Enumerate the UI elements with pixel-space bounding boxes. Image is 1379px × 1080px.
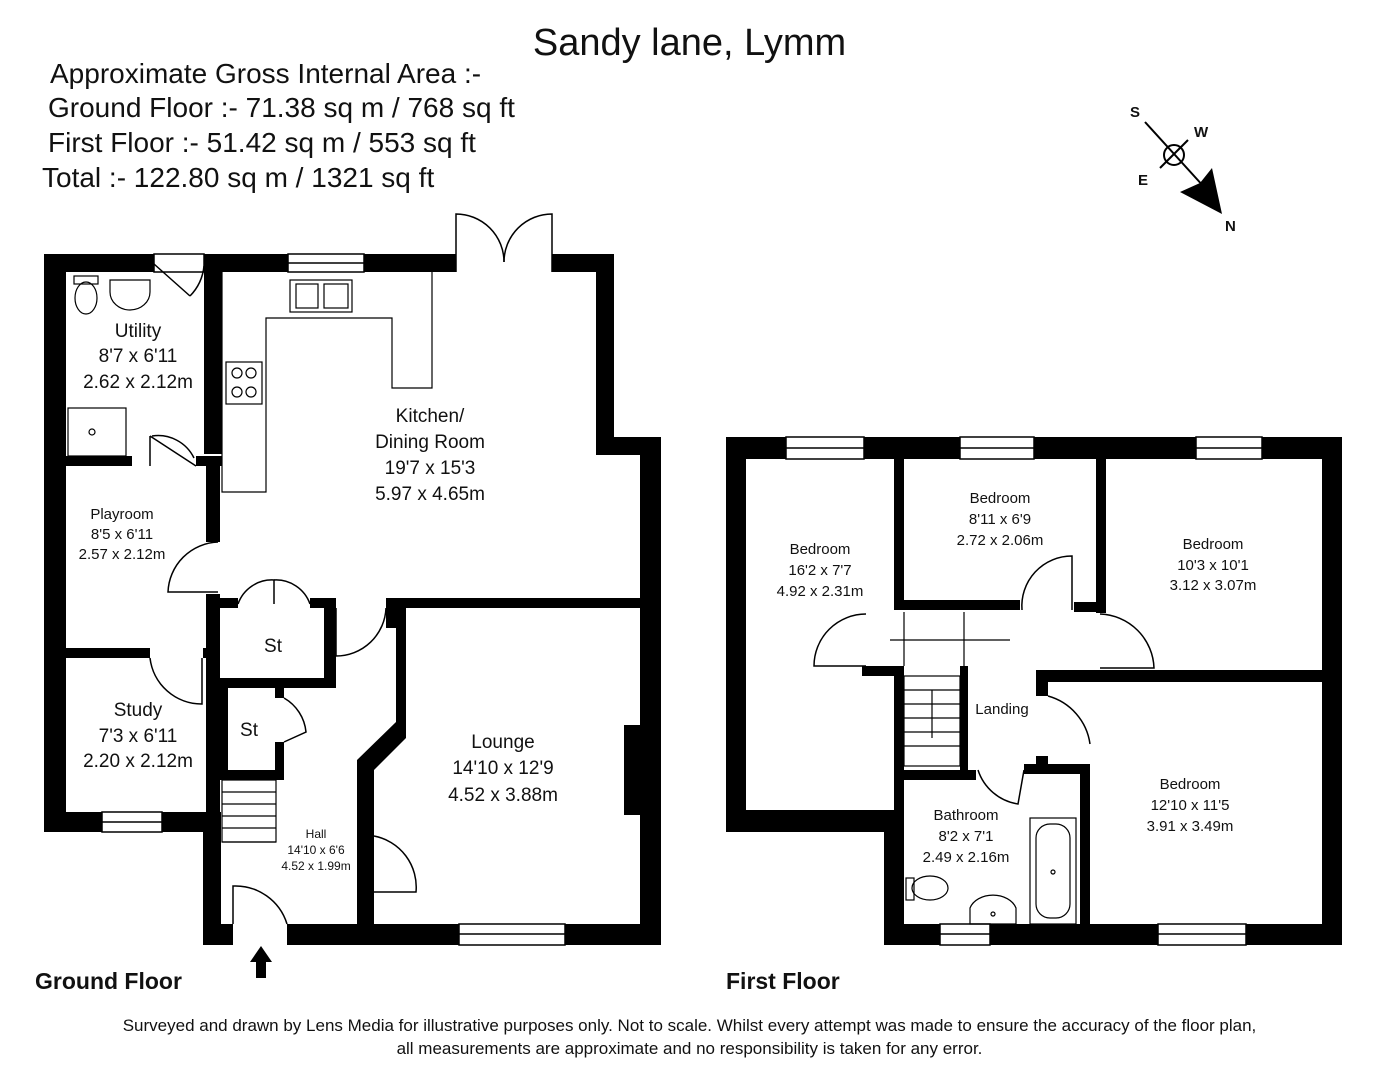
study-name: Study [114,700,163,721]
study-metric: 2.20 x 2.12m [83,751,193,772]
ground-floor-walls [44,254,661,945]
utility-fittings [67,275,151,457]
first-floor-walls [726,437,1342,945]
bedroom-4-name: Bedroom [1160,776,1221,793]
ground-floor-doors [149,213,553,925]
lounge-metric: 4.52 x 3.88m [448,785,558,806]
area-total: Total :- 122.80 sq m / 1321 sq ft [42,162,435,193]
compass-s-label: S [1130,104,1140,121]
compass-n-label: N [1225,218,1236,235]
playroom-metric: 2.57 x 2.12m [79,546,166,563]
bedroom-3-metric: 3.12 x 3.07m [1170,577,1257,594]
bathroom-metric: 2.49 x 2.16m [923,849,1010,866]
bedroom-2-metric: 2.72 x 2.06m [957,532,1044,549]
utility-metric: 2.62 x 2.12m [83,372,193,393]
kitchen-name-line2: Dining Room [375,432,485,453]
entrance-arrow-icon [250,946,272,978]
bedroom-2-name: Bedroom [970,490,1031,507]
utility-imperial: 8'7 x 6'11 [99,346,178,367]
lounge-name: Lounge [471,732,534,753]
lounge-imperial: 14'10 x 12'9 [452,758,553,779]
first-floor-label: First Floor [726,968,840,994]
bedroom-4-imperial: 12'10 x 11'5 [1151,797,1230,814]
ground-stairs [221,779,277,843]
ground-floor-label: Ground Floor [35,968,182,994]
bedroom-1-imperial: 16'2 x 7'7 [788,562,851,579]
kitchen-name-line1: Kitchen/ [396,406,465,427]
disclaimer-line-2: all measurements are approximate and no … [396,1039,983,1058]
landing-label: Landing [975,701,1028,718]
hall-imperial: 14'10 x 6'6 [287,843,345,857]
bedroom-2-imperial: 8'11 x 6'9 [969,511,1031,528]
store-1-label: St [264,636,283,657]
playroom-name: Playroom [90,506,153,523]
compass-e-label: E [1138,172,1148,189]
kitchen-imperial: 19'7 x 15'3 [385,458,476,479]
hall-metric: 4.52 x 1.99m [281,859,350,873]
compass-w-label: W [1194,124,1209,141]
bathroom-name: Bathroom [933,807,998,824]
area-ground: Ground Floor :- 71.38 sq m / 768 sq ft [48,92,515,123]
area-first: First Floor :- 51.42 sq m / 553 sq ft [48,127,476,158]
area-heading: Approximate Gross Internal Area :- [50,58,482,89]
bathroom-fittings [905,817,1077,925]
study-imperial: 7'3 x 6'11 [99,726,178,747]
compass-icon: S W E N [1130,104,1236,235]
disclaimer-line-1: Surveyed and drawn by Lens Media for ill… [122,1016,1257,1035]
hall-name: Hall [306,827,327,841]
first-floor-windows [785,436,1263,946]
first-floor-stairs [890,612,1010,767]
plan-title: Sandy lane, Lymm [532,22,847,64]
bedroom-1-metric: 4.92 x 2.31m [777,583,864,600]
bedroom-1-name: Bedroom [790,541,851,558]
bedroom-3-imperial: 10'3 x 10'1 [1177,557,1249,574]
kitchen-metric: 5.97 x 4.65m [375,484,485,505]
disclaimer: Surveyed and drawn by Lens Media for ill… [0,1014,1379,1060]
bedroom-3-name: Bedroom [1183,536,1244,553]
kitchen-fittings [221,272,433,493]
bathroom-imperial: 8'2 x 7'1 [939,828,994,845]
ground-floor-windows [101,253,566,946]
utility-name: Utility [115,321,162,342]
playroom-imperial: 8'5 x 6'11 [91,526,153,543]
bedroom-4-metric: 3.91 x 3.49m [1147,818,1234,835]
store-2-label: St [240,720,259,741]
first-floor-doors [813,555,1155,805]
